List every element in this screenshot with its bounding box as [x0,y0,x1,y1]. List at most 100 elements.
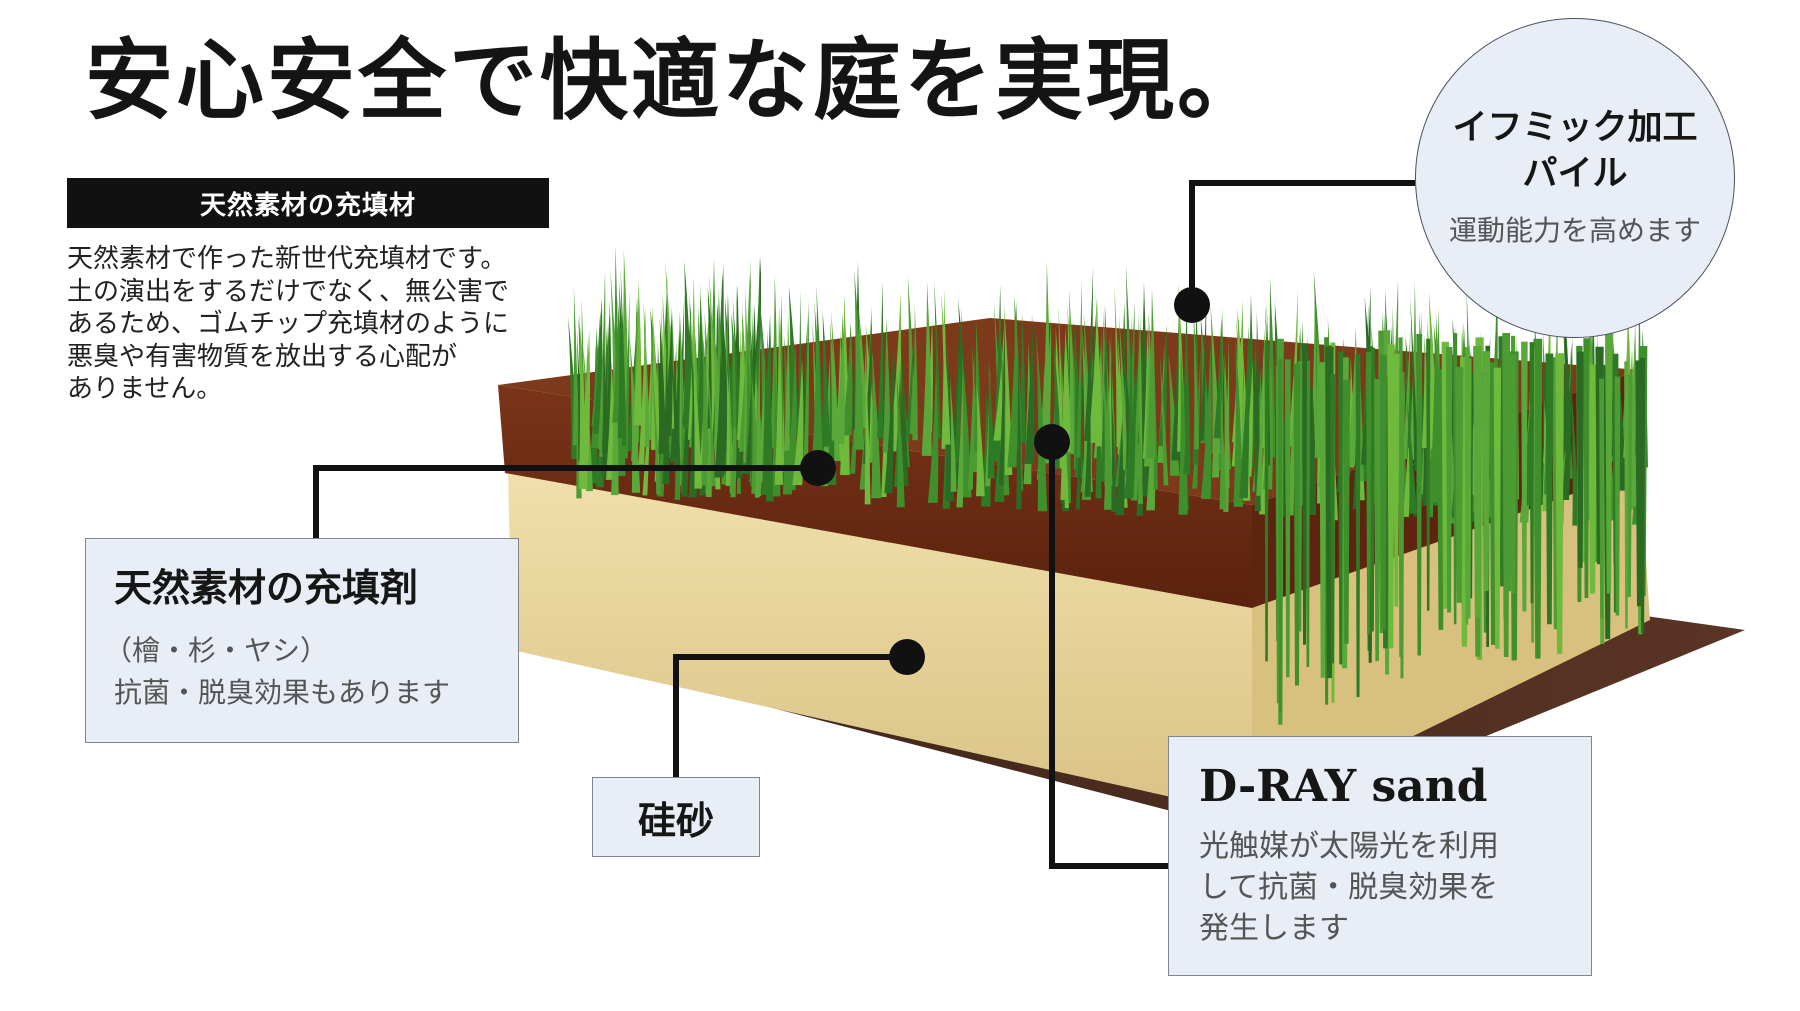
grass-blade [642,340,652,496]
grass-blade [1402,400,1411,517]
grass-blade [663,312,673,436]
callout-line: 光触媒が太陽光を利用 [1199,829,1499,864]
grass-blade [1193,304,1200,450]
grass-blade [1529,342,1535,604]
grass-blade [1624,361,1629,629]
grass-blade [785,340,797,491]
grass-blade [1429,338,1439,503]
grass-blade [1284,359,1291,678]
grass-blade [1060,344,1067,501]
grass-blade [1379,354,1387,630]
grass-blade [783,312,790,451]
grass-blade [841,321,853,436]
grass-blade [633,279,642,426]
grass-blade [1426,338,1431,611]
grass-blade [1223,350,1230,488]
grass-blade [1130,331,1141,501]
grass-blade [1146,288,1156,459]
callout-line: 発生します [1199,911,1349,946]
grass-blade [1262,356,1273,490]
grass-blade [1305,360,1311,667]
grass-blade [1473,346,1482,618]
grass-blade [1583,338,1590,599]
connector-dot-silica-sand [889,639,925,675]
grass-blade [1599,378,1605,619]
grass-blade [941,292,951,445]
grass-blade [854,270,865,450]
grass-blade [921,281,932,456]
grass-blade [1402,326,1411,460]
callout-title: イフミック加工 パイル [1416,105,1734,197]
grass-blade [623,290,630,459]
grass-blade [754,333,761,498]
callout-line: 抗菌・脱臭効果もあります [114,676,451,709]
grass-blade [1118,314,1129,470]
grass-blade [1024,314,1035,464]
intro-line: 悪臭や有害物質を放出する心配が [67,341,458,372]
grass-blade [1199,293,1207,441]
grass-blade [752,256,761,428]
page-title: 安心安全で快適な庭を実現。 [85,28,1269,132]
grass-blade [1614,376,1621,616]
grass-blade [1007,300,1018,468]
connector-dray-sand [1049,442,1168,869]
grass-blade [788,285,800,438]
grass-blade [601,339,608,454]
grass-blade [961,352,972,498]
grass-blade [1493,367,1502,649]
callout-pile-circle: イフミック加工 パイル 運動能力を高めます [1415,18,1735,338]
connector-silica-sand [673,654,907,777]
grass-blade [572,285,579,446]
grass-blade [1256,346,1264,496]
grass-blade [814,301,823,456]
grass-blade [1510,354,1517,594]
grass-blade [882,317,891,453]
grass-blade [638,307,646,465]
grass-blade [1016,349,1022,510]
grass-blade [671,357,681,471]
grass-blade [1455,366,1464,603]
grass-blade [1319,362,1327,678]
intro-line: 土の演出をするだけでなく、無公害で [67,276,510,307]
callout-silica-sand: 硅砂 [592,777,760,857]
grass-blade [1576,351,1585,568]
grass-blade [1123,368,1136,499]
grass-blade [728,349,734,494]
grass-blade [1137,393,1143,504]
grass-blade [652,369,661,495]
grass-blade [658,317,667,454]
callout-title-line: パイル [1522,153,1628,194]
grass-blade [1243,361,1254,477]
grass-blade [949,377,957,492]
grass-blade [1286,395,1295,516]
grass-blade [1084,267,1094,441]
grass-blade [1555,353,1565,654]
callout-title: 天然素材の充填剤 [114,565,419,610]
callout-line: して抗菌・脱臭効果を [1199,870,1499,905]
grass-blade [1277,359,1283,714]
grass-blade [1219,384,1226,510]
grass-blade [605,357,615,480]
intro-line: 天然素材で作った新世代充填材です。 [67,244,507,274]
connector-dot-dray-sand [1034,424,1070,460]
callout-title: D-RAY sand [1199,761,1488,812]
connector-dot-pile [1174,287,1210,323]
grass-blade [1192,348,1201,489]
grass-blade [1520,367,1533,506]
grass-blade [592,296,603,435]
grass-blade [1213,315,1223,439]
grass-blade [665,259,676,429]
grass-blade [1482,351,1491,592]
grass-blade [673,316,681,439]
callout-text: 運動能力を高めます [1448,214,1701,247]
grass-blade [579,328,591,466]
grass-blade [1257,328,1267,448]
grass-blade [1158,323,1167,446]
grass-blade [905,327,915,442]
grass-blade [1095,291,1103,447]
grass-blade [1546,374,1553,622]
grass-blade [822,310,830,447]
grass-blade [1521,341,1528,612]
grass-blade [987,360,995,479]
grass-blade [1325,378,1332,676]
